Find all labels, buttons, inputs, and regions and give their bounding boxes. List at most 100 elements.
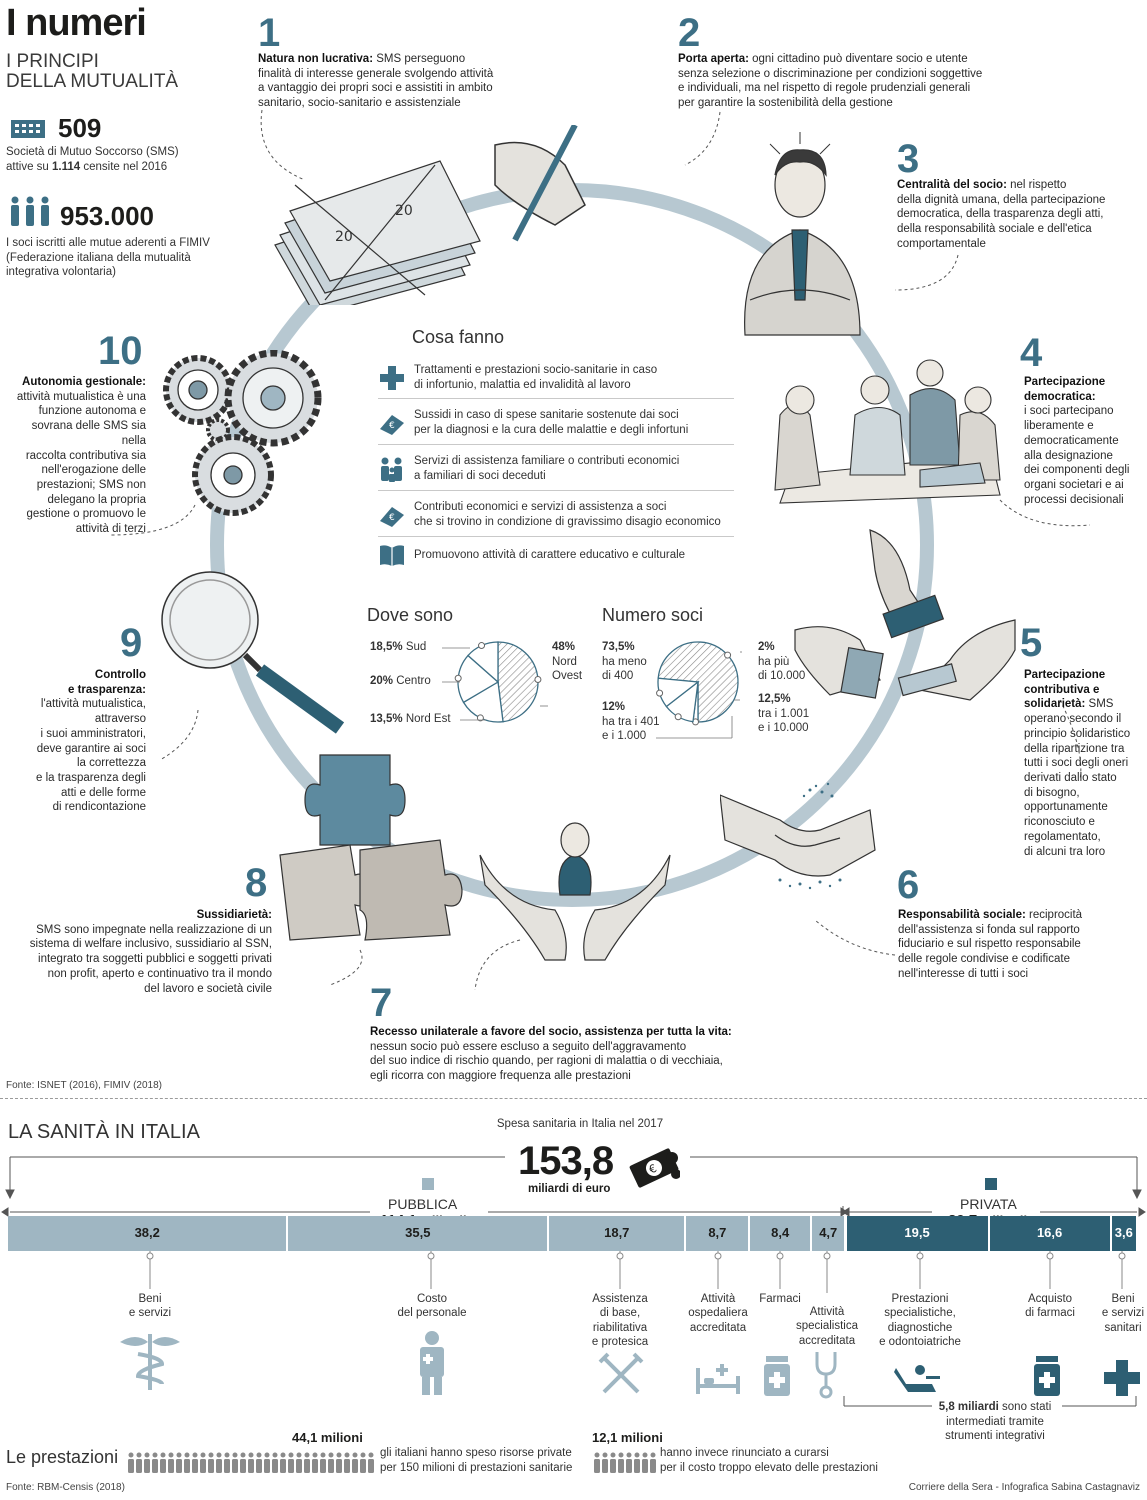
principle-10-text: Autonomia gestionale: attività mutualist…	[6, 375, 146, 537]
principle-1-number: 1	[258, 11, 281, 55]
principle-2-title: Porta aperta:	[678, 53, 749, 65]
principle-line: alla designazione	[1024, 449, 1113, 462]
person-body	[184, 1459, 190, 1473]
person-head	[344, 1452, 350, 1458]
principle-1-text: Natura non lucrativa: SMS perseguono fin…	[258, 52, 518, 111]
principle-5-title: contributiva e	[1024, 683, 1100, 696]
source-note-2: Fonte: RBM-Censis (2018)	[6, 1482, 125, 1493]
text-line: Contributi economici e servizi di assist…	[414, 500, 667, 513]
principle-line: SMS sono impegnate nella realizzazione d…	[36, 923, 272, 936]
principle-6-title: Responsabilità sociale:	[898, 909, 1026, 921]
prestazioni-heading: Le prestazioni	[6, 1447, 119, 1467]
medicine-bottle-icon	[1034, 1356, 1060, 1396]
principle-8-title: Sussidiarietà:	[196, 909, 272, 921]
principle-line: senza selezione o discriminazione per co…	[678, 67, 983, 80]
person-body	[240, 1459, 246, 1473]
chart-title-dove-sono: Dove sono	[367, 605, 454, 625]
bar-segment: 8,4	[750, 1216, 812, 1251]
principle-line: sovrana delle SMS sia nella	[31, 420, 146, 447]
person-body	[304, 1459, 310, 1473]
text-line: a familiari di soci deceduti	[414, 469, 546, 482]
principle-line: attraverso	[94, 713, 146, 726]
principle-line: non profit, aperto e continuativo tra il…	[47, 967, 272, 980]
person-head	[248, 1452, 254, 1458]
prestazioni-value-2: 12,1 milioni	[592, 1430, 663, 1445]
sms-description: Società di Mutuo Soccorso (SMS) attive s…	[6, 145, 226, 174]
list-item: € Contributi economici e servizi di assi…	[378, 493, 734, 537]
pie-value: 13,5%	[370, 713, 403, 725]
page-subtitle: I PRINCIPI DELLA MUTUALITÀ	[6, 52, 178, 92]
person-head	[650, 1452, 656, 1458]
principle-line: deve garantire ai soci	[36, 742, 146, 755]
principle-10-number: 10	[98, 329, 143, 373]
principle-7-number: 7	[370, 981, 393, 1025]
subtitle-line: I PRINCIPI	[6, 51, 99, 72]
stethoscope-icon	[815, 1352, 837, 1399]
person-head	[328, 1452, 334, 1458]
list-item: Promuovono attività di carattere educati…	[378, 539, 734, 571]
principle-line: contributiva e	[1024, 683, 1144, 698]
person-head	[184, 1452, 190, 1458]
principle-line: gestione o promuovo le	[26, 508, 146, 521]
principle-line: l'attività mutualistica,	[40, 698, 146, 711]
person-body	[634, 1459, 640, 1473]
people-icon	[11, 196, 49, 226]
text-part: ogni cittadino può diventare socio e ute…	[748, 53, 968, 65]
principle-line: principio solidaristico	[1024, 727, 1131, 740]
pie-category: di 400	[602, 670, 634, 683]
principle-line: e individuali, ma nel rispetto di regole…	[678, 82, 971, 95]
pie-label-meno-400: 73,5% ha meno di 400	[602, 640, 647, 684]
medical-cross-icon	[1104, 1360, 1140, 1396]
pie-numero-soci	[656, 641, 739, 726]
pie-label-centro: 20% Centro	[370, 674, 431, 689]
principle-line: della ripartizione tra	[1024, 742, 1125, 755]
principle-line: democraticamente	[1024, 434, 1119, 447]
person-head	[594, 1452, 600, 1458]
person-body	[128, 1459, 134, 1473]
person-body	[256, 1459, 262, 1473]
text-line: Promuovono attività di carattere educati…	[414, 548, 686, 561]
label-line: Attività	[700, 1293, 736, 1305]
principle-line: raccolta contributiva sia	[25, 449, 146, 462]
person-body	[312, 1459, 318, 1473]
pie-slice-marker	[454, 674, 462, 682]
person-body	[594, 1459, 600, 1473]
principle-line: egli ricorra con maggiore frequenza alle…	[370, 1070, 631, 1083]
principle-line: processi decisionali	[1024, 493, 1124, 506]
principle-line: democratica:	[1024, 390, 1144, 405]
principle-line: Controllo	[10, 668, 146, 683]
person-body	[626, 1459, 632, 1473]
sms-desc-line: Società di Mutuo Soccorso (SMS)	[6, 146, 179, 158]
person-body	[360, 1459, 366, 1473]
principle-line: comportamentale	[897, 237, 986, 250]
building-icon	[11, 120, 45, 138]
principle-line: Natura non lucrativa: SMS perseguono	[258, 52, 518, 67]
principle-line: derivati dallo stato	[1024, 772, 1117, 785]
person-head	[352, 1452, 358, 1458]
principle-line: nessun socio può essere escluso a seguit…	[370, 1040, 687, 1053]
text-line: che si trovino in condizione di gravissi…	[414, 515, 721, 528]
person-head	[288, 1452, 294, 1458]
person-head	[160, 1452, 166, 1458]
principle-line: di alcuni tra loro	[1024, 845, 1106, 858]
exchange-illustration	[794, 529, 1016, 701]
label-line: e servizi	[1101, 1307, 1145, 1320]
sms-desc-line: attive su 1.114 censite nel 2016	[6, 160, 226, 175]
person-head	[192, 1452, 198, 1458]
principle-line: regolamentato,	[1024, 830, 1101, 843]
list-item: Servizi di assistenza familiare o contri…	[378, 447, 734, 491]
principle-line: finalità di interesse generale svolgendo…	[258, 67, 494, 80]
svg-text:20: 20	[335, 229, 353, 245]
money-illustration: 20 20	[274, 125, 586, 305]
label-line: accreditata	[689, 1321, 747, 1334]
prestazioni-value-1: 44,1 milioni	[292, 1430, 363, 1445]
label-line: specialistiche,	[884, 1307, 956, 1320]
principle-line: per garantire la sostenibilità della ges…	[678, 97, 893, 110]
person-head	[152, 1452, 158, 1458]
person-head	[240, 1452, 246, 1458]
label-line: Farmaci	[759, 1293, 801, 1305]
person-body	[650, 1459, 656, 1473]
